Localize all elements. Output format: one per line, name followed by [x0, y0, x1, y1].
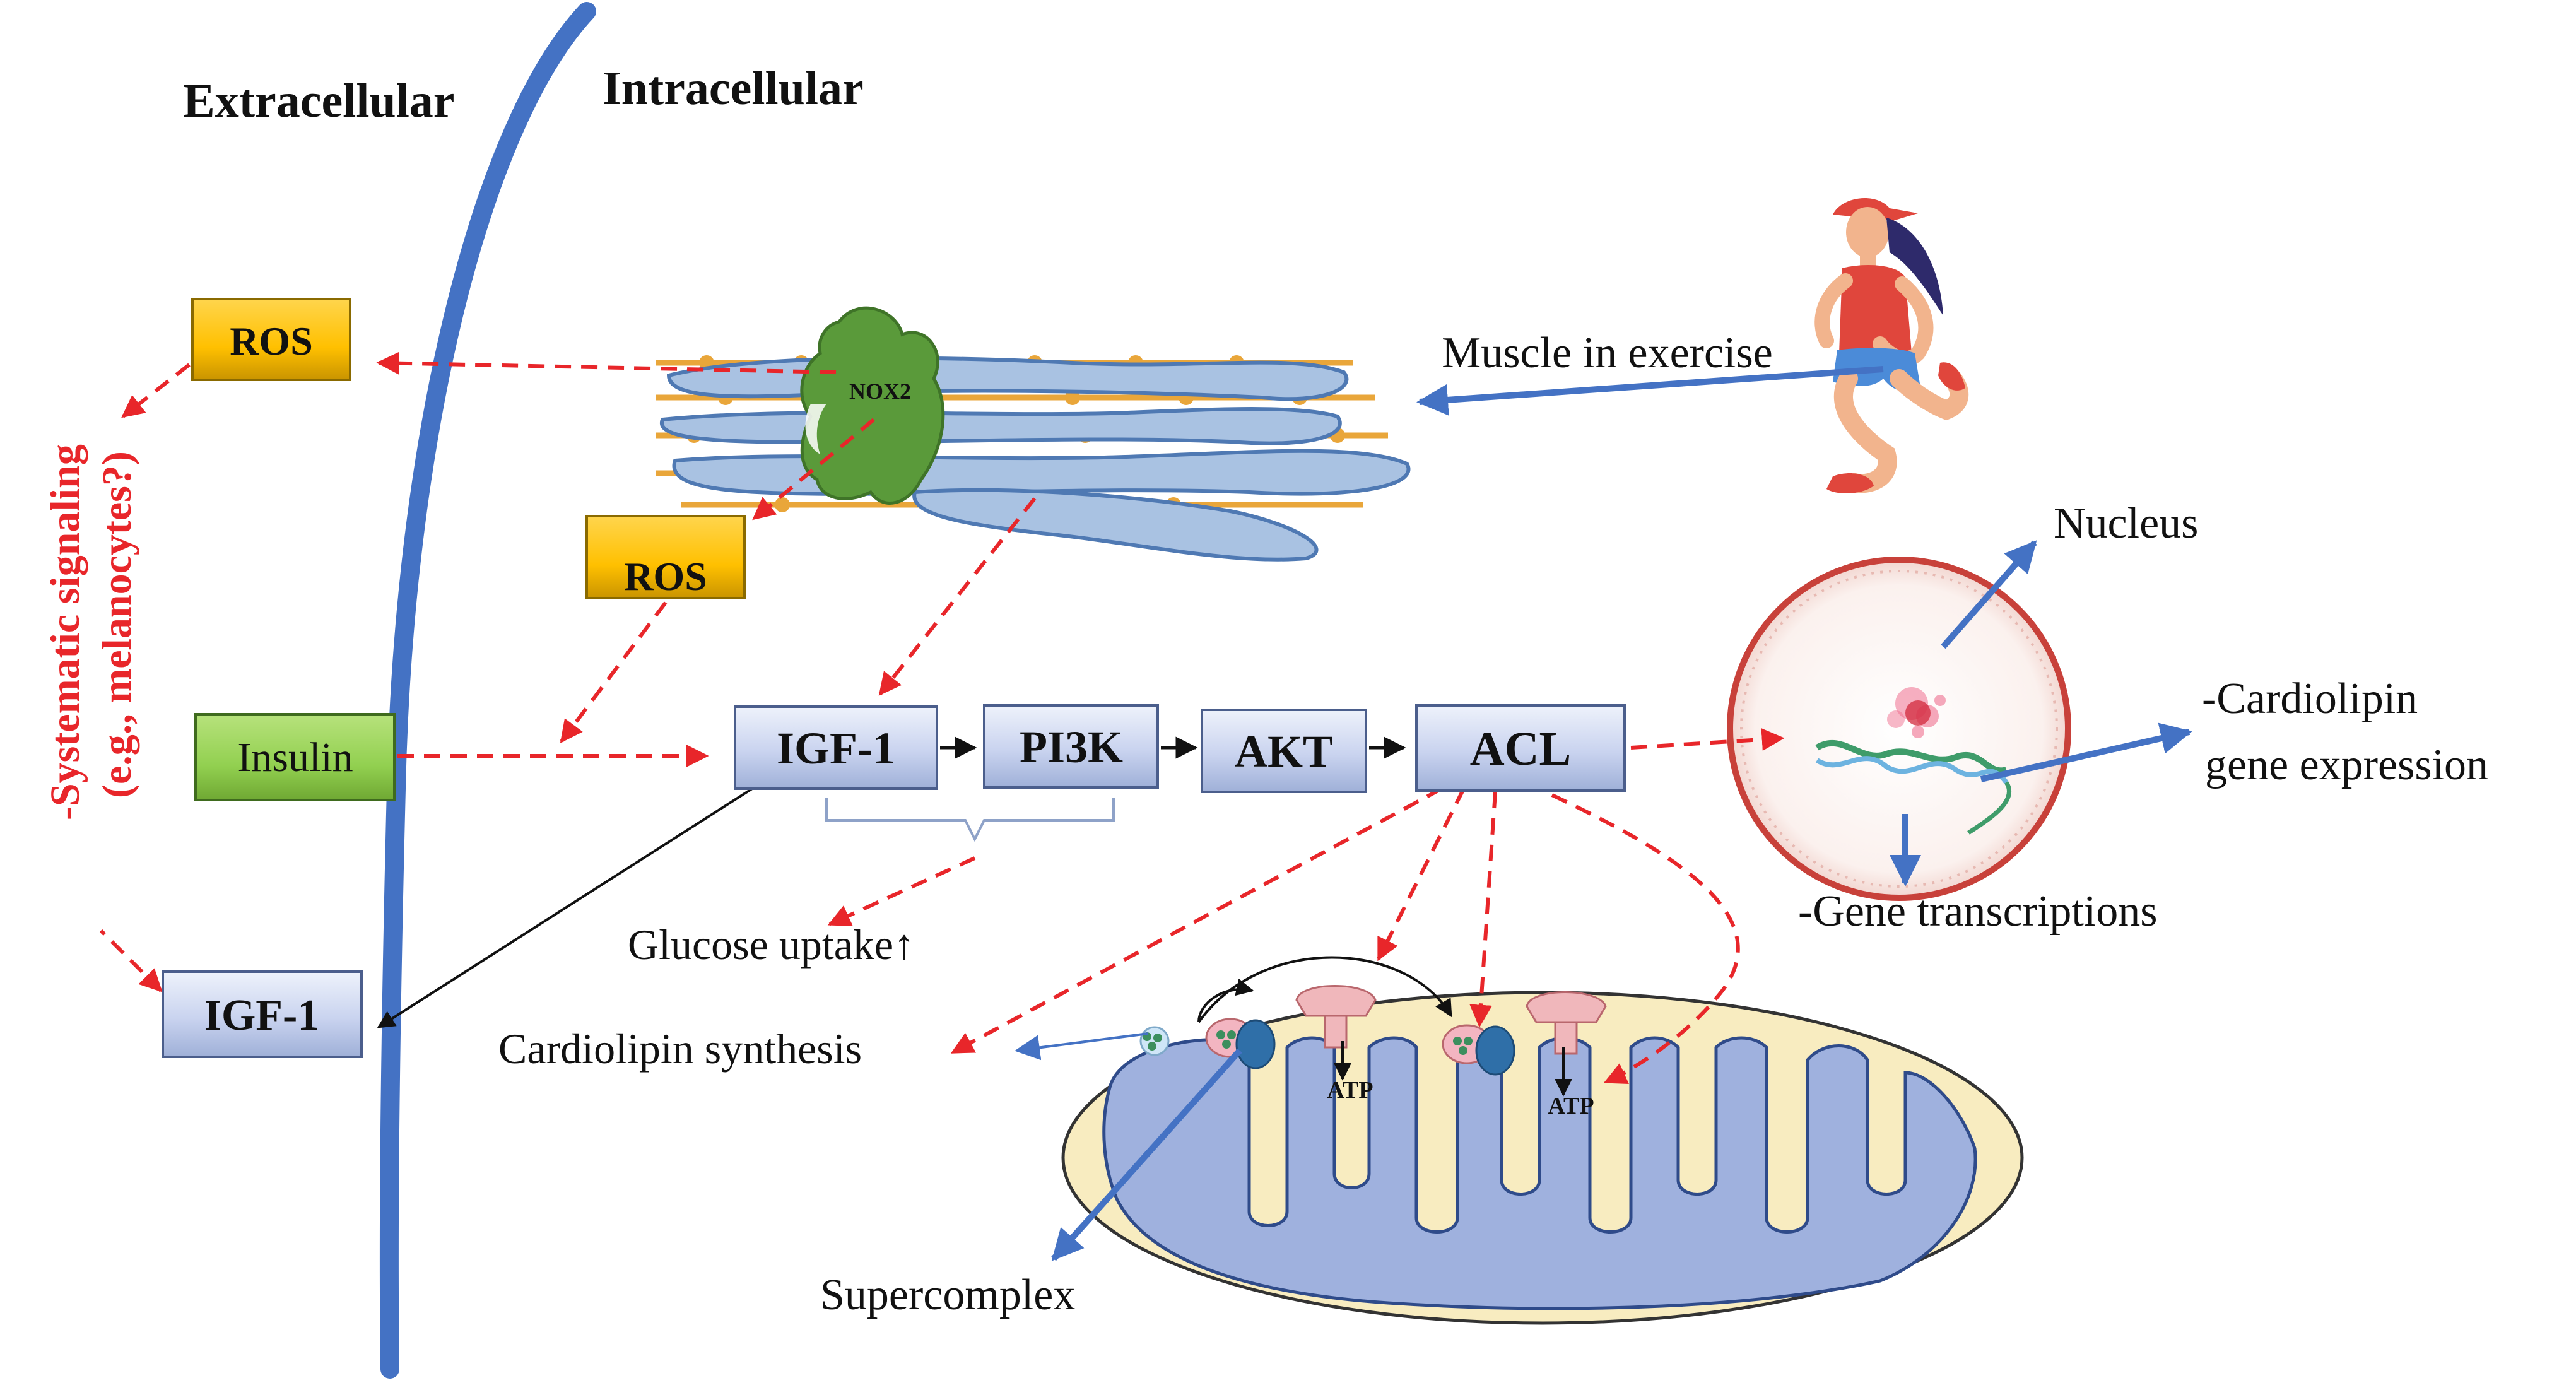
mitochondrion-illustration: ATP ATP: [1061, 956, 2024, 1325]
arrow-muscle-to-igf1: [878, 497, 1037, 696]
arrows: [99, 351, 2192, 1261]
cardiolipin-synthesis-label: Cardiolipin synthesis: [498, 1025, 862, 1073]
arrow-complex-to-cardiolipin-synthesis: [1015, 1032, 1149, 1061]
arrow-side-to-igf1-left: [99, 929, 163, 992]
arrow-ros-top-to-side: [121, 363, 191, 418]
acl-box: ACL: [1415, 704, 1626, 792]
arrow-nox2-to-ros-top: [376, 351, 837, 375]
svg-text:ROS: ROS: [624, 554, 707, 599]
muscle-in-exercise-label: Muscle in exercise: [1442, 329, 1773, 377]
cardiolipin-gene-label-line2: gene expression: [2205, 741, 2488, 789]
nox2-protein: [800, 306, 945, 505]
arrow-ros-mid-to-insulin-line: [560, 601, 668, 743]
cell-membrane: [379, 2, 596, 1379]
arrow-acl-to-mito-left: [1377, 787, 1466, 962]
glucose-uptake-label: Glucose uptake↑: [628, 921, 915, 969]
pathway-bracket: [825, 798, 1115, 842]
systematic-signaling-label: -Systematic signaling (e.g., melanocytes…: [42, 444, 140, 820]
svg-text:IGF-1: IGF-1: [204, 991, 320, 1040]
arrow-acl-to-cardiolipin: [950, 787, 1443, 1054]
insulin-box: Insulin: [194, 713, 396, 801]
arrow-to-supercomplex: [1051, 1048, 1242, 1261]
svg-text:IGF-1: IGF-1: [777, 723, 895, 774]
extracellular-label: Extracellular: [183, 74, 455, 127]
gene-transcriptions-label: -Gene transcriptions: [1798, 887, 2158, 936]
pi3k-box: PI3K: [983, 704, 1159, 789]
systematic-signaling-line2: (e.g., melanocytes?): [94, 451, 140, 798]
arrow-to-nucleus-label: [1941, 540, 2037, 649]
ros-mid-box: ROS: [585, 515, 746, 599]
atp-right-label: ATP: [1548, 1093, 1594, 1119]
svg-text:ACL: ACL: [1470, 722, 1571, 775]
ros-top-box: ROS: [191, 298, 351, 381]
nucleus-illustration: [1727, 557, 2071, 901]
systematic-signaling-line1: -Systematic signaling: [42, 444, 88, 820]
nox2-label: NOX2: [849, 379, 911, 404]
muscle-fiber-illustration: NOX2: [656, 306, 1411, 562]
igf1-box: IGF-1: [734, 705, 938, 790]
arrow-bracket-to-glucose: [827, 856, 976, 926]
akt-box: AKT: [1201, 709, 1367, 793]
supercomplex-label: Supercomplex: [820, 1271, 1075, 1319]
mitochondrion-cristae: [1102, 1036, 1977, 1310]
svg-text:PI3K: PI3K: [1020, 722, 1123, 772]
arrow-runner-to-muscle: [1416, 366, 1884, 416]
intracellular-label: Intracellular: [603, 62, 864, 115]
runner-illustration: [1814, 197, 1969, 493]
igf1-left-box: IGF-1: [162, 970, 363, 1058]
svg-text:ROS: ROS: [230, 319, 313, 363]
arrow-acl-to-atp: [1551, 793, 1740, 1084]
arrow-to-cardiolipin-gene: [1980, 722, 2192, 782]
atp-left-label: ATP: [1327, 1077, 1373, 1104]
nucleus-label: Nucleus: [2054, 499, 2198, 548]
svg-text:Insulin: Insulin: [237, 734, 353, 780]
arrow-igf1-to-extracellular: [377, 784, 758, 1028]
svg-text:AKT: AKT: [1235, 726, 1333, 777]
cardiolipin-gene-label-line1: -Cardiolipin: [2202, 674, 2418, 723]
arrow-acl-to-complex: [1469, 791, 1497, 1028]
